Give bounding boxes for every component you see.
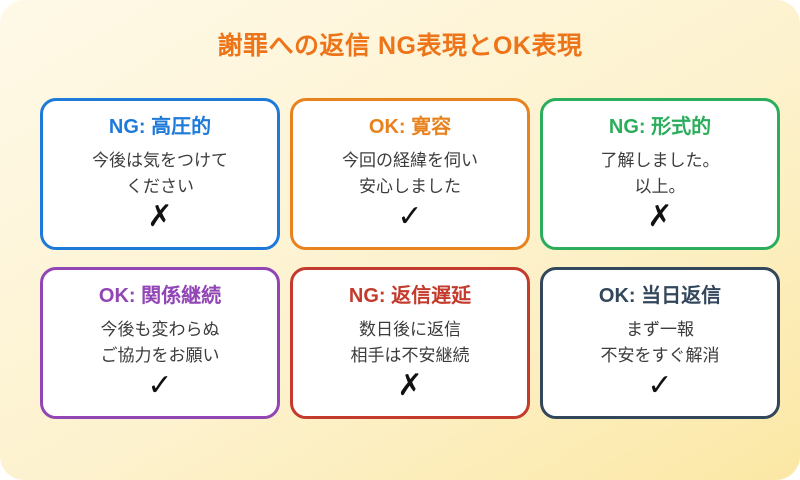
check-mark-icon: ✓ xyxy=(147,368,173,402)
card-label: NG: 高圧的 xyxy=(108,116,212,138)
check-mark-icon: ✓ xyxy=(647,368,673,402)
cross-mark-icon: ✗ xyxy=(147,199,173,233)
card-label: OK: 当日返信 xyxy=(598,285,722,307)
card-text: まず一報 不安をすぐ解消 xyxy=(600,320,720,366)
card-label: OK: 寛容 xyxy=(368,116,452,138)
card-ng-formal: NG: 形式的 了解しました。 以上。 ✗ xyxy=(540,98,780,250)
card-text: 今回の経緯を伺い 安心しました xyxy=(342,151,478,197)
card-text: 数日後に返信 相手は不安継続 xyxy=(350,320,470,366)
card-text: 今後も変わらぬ ご協力をお願い xyxy=(100,320,220,366)
card-label: NG: 形式的 xyxy=(608,116,712,138)
cross-mark-icon: ✗ xyxy=(397,368,423,402)
card-ok-same-day-reply: OK: 当日返信 まず一報 不安をすぐ解消 ✓ xyxy=(540,267,780,419)
card-text: 今後は気をつけて ください xyxy=(92,151,228,197)
card-text: 了解しました。 以上。 xyxy=(600,151,720,197)
card-grid: NG: 高圧的 今後は気をつけて ください ✗ OK: 寛容 今回の経緯を伺い … xyxy=(40,98,780,419)
card-ng-late-reply: NG: 返信遅延 数日後に返信 相手は不安継続 ✗ xyxy=(290,267,530,419)
card-ng-overbearing: NG: 高圧的 今後は気をつけて ください ✗ xyxy=(40,98,280,250)
card-ok-tolerant: OK: 寛容 今回の経緯を伺い 安心しました ✓ xyxy=(290,98,530,250)
cross-mark-icon: ✗ xyxy=(647,199,673,233)
check-mark-icon: ✓ xyxy=(397,199,423,233)
card-ok-relationship: OK: 関係継続 今後も変わらぬ ご協力をお願い ✓ xyxy=(40,267,280,419)
card-label: OK: 関係継続 xyxy=(98,285,222,307)
card-label: NG: 返信遅延 xyxy=(348,285,472,307)
page-title: 謝罪への返信 NG表現とOK表現 xyxy=(217,32,583,60)
